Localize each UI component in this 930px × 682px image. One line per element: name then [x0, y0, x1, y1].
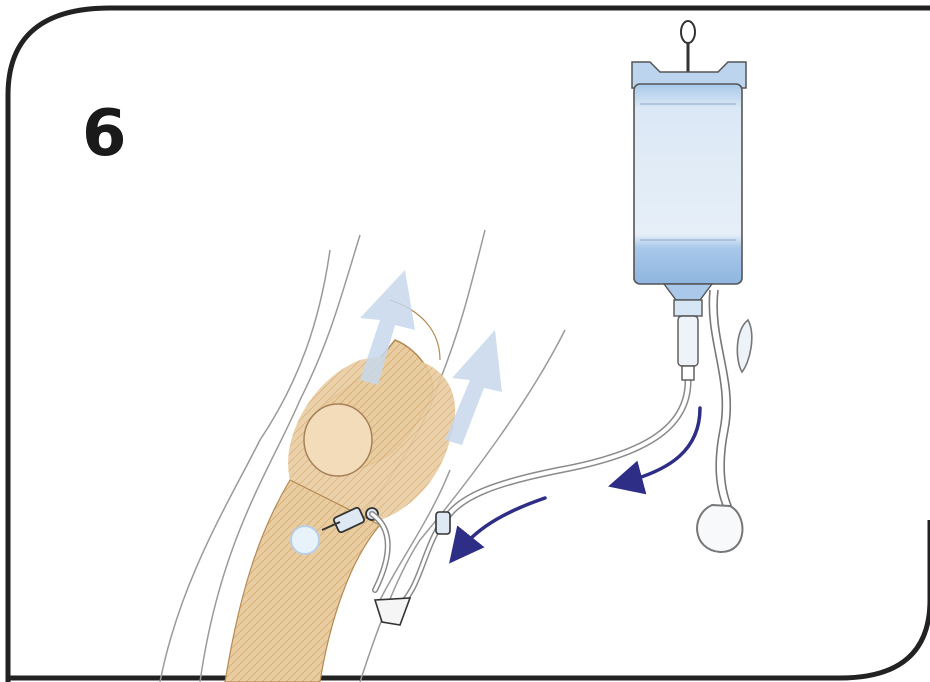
panel-frame [8, 8, 930, 682]
step-number: 6 [82, 102, 127, 166]
panel-frame-corner [8, 520, 930, 678]
knee-joint-icon [225, 300, 455, 682]
iv-bag-icon [632, 21, 746, 380]
drainage-bulb-icon [697, 290, 752, 552]
patella [304, 404, 372, 476]
iv-tubing [445, 378, 688, 520]
